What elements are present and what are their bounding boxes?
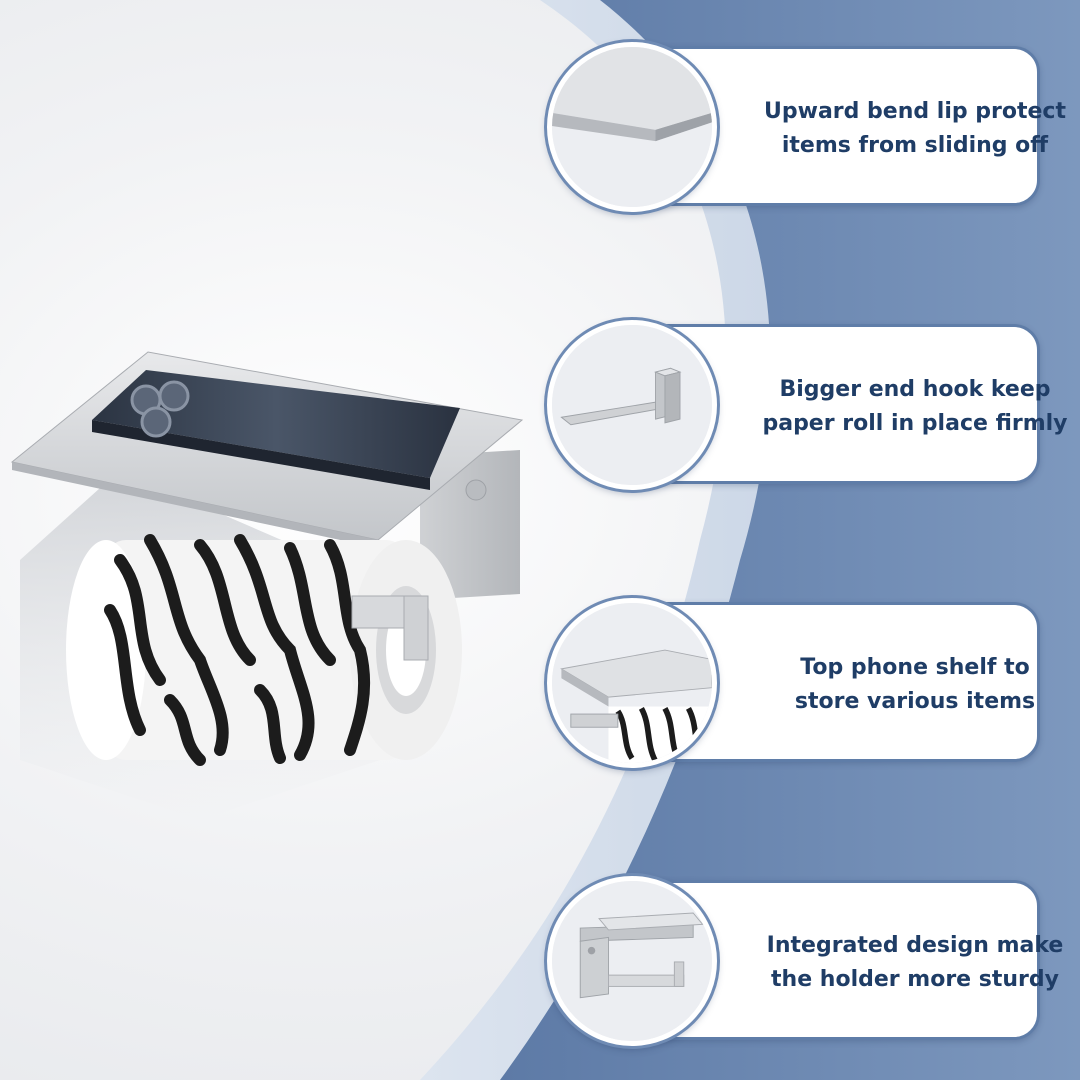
feature-description: Top phone shelf to store various items	[795, 605, 1035, 765]
phone-shelf-icon	[547, 598, 717, 768]
feature-description: Integrated design make the holder more s…	[767, 883, 1064, 1043]
feature-description: Bigger end hook keep paper roll in place…	[762, 327, 1067, 487]
feature-text-line-1: Upward bend lip protect	[764, 99, 1066, 124]
feature-text-line-1: Bigger end hook keep	[779, 377, 1051, 402]
feature-text-line-1: Integrated design make	[766, 933, 1064, 958]
holder-unit-icon	[547, 876, 717, 1046]
feature-text-line-2: paper roll in place firmly	[762, 411, 1068, 436]
feature-card-end-hook: Bigger end hook keep paper roll in place…	[547, 320, 1068, 490]
end-hook-icon	[547, 320, 717, 490]
feature-card-upward-lip: Upward bend lip protect items from slidi…	[547, 42, 1066, 212]
feature-card-integrated-design: Integrated design make the holder more s…	[547, 876, 1064, 1046]
feature-text-line-1: Top phone shelf to	[800, 655, 1030, 680]
shelf-lip-icon	[547, 42, 717, 212]
feature-card-phone-shelf: Top phone shelf to store various items	[547, 598, 1042, 768]
feature-description: Upward bend lip protect items from slidi…	[764, 49, 1066, 209]
feature-text-line-2: store various items	[794, 689, 1036, 714]
feature-text-line-2: the holder more sturdy	[771, 967, 1059, 992]
feature-text-line-2: items from sliding off	[781, 133, 1049, 158]
